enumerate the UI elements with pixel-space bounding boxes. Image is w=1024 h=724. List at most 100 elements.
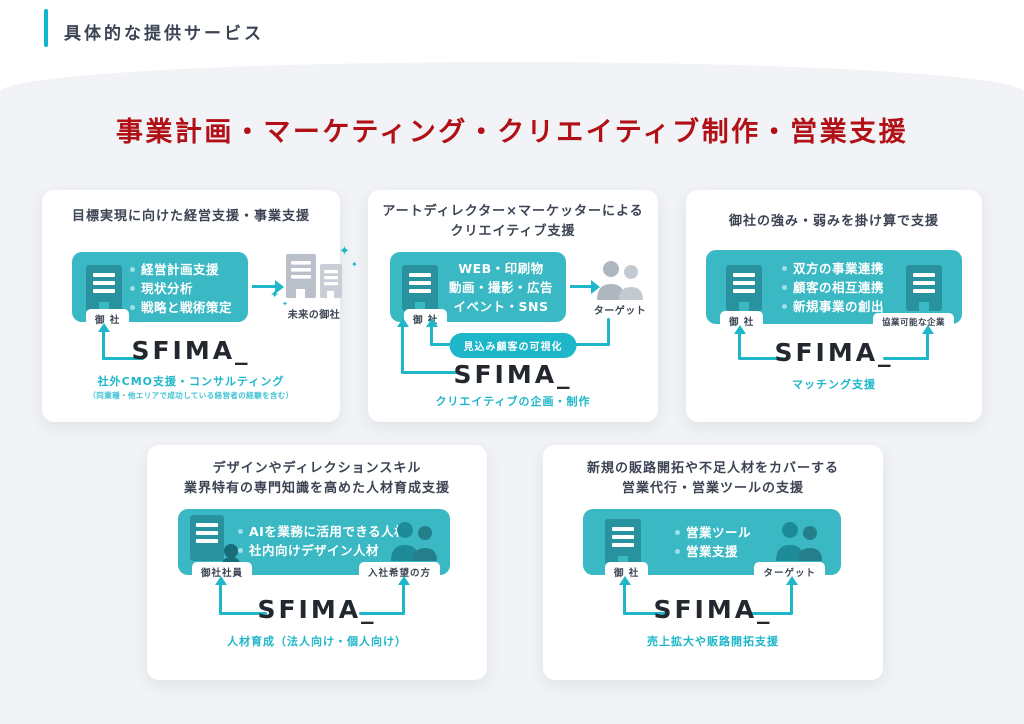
card-title-line: 目標実現に向けた経営支援・事業支援	[71, 209, 310, 224]
panel-text-line: イベント・SNS	[453, 299, 549, 314]
service-note: （同業種・他エリアで成功している経営者の経験を含む）	[88, 391, 294, 400]
bullet-label: AIを業務に活用できる人材	[249, 524, 408, 539]
list-item: 社内向けデザイン人材	[238, 541, 407, 560]
bullet-label: 顧客の相互連携	[793, 280, 885, 295]
connector-line	[401, 371, 461, 374]
card-title-line: 御社の強み・弱みを掛け算で支援	[728, 214, 939, 229]
service-caption: マッチング支援	[792, 378, 876, 391]
card-title: 目標実現に向けた経営支援・事業支援	[42, 207, 340, 227]
bullet-dot-icon	[782, 285, 787, 290]
card-title-line: クリエイティブ支援	[450, 224, 576, 240]
target-tab: ターゲット	[754, 562, 825, 582]
service-card-hr-development: デザインやディレクションスキル 業界特有の専門知識を高めた人材育成支援 AIを業…	[147, 445, 487, 680]
list-item: 双方の事業連携	[782, 259, 884, 278]
company-tab: 御 社	[86, 309, 130, 329]
bullet-dot-icon	[130, 286, 135, 291]
panel-text-line: 動画・撮影・広告	[448, 280, 553, 295]
bullet-label: 双方の事業連携	[793, 261, 885, 276]
target-label: ターゲット	[593, 306, 647, 317]
bullet-label: 戦略と戦術策定	[141, 300, 233, 315]
bullet-label: 現状分析	[141, 281, 194, 296]
sparkle-icon: ✦	[351, 260, 358, 269]
future-buildings-icon	[286, 254, 342, 298]
arrow-right-icon	[252, 279, 284, 294]
bullet-label: 営業ツール	[686, 525, 752, 540]
panel-text-line: WEB・印刷物	[458, 261, 544, 276]
sparkle-icon: ✦	[282, 300, 288, 308]
arrow-up-icon	[214, 576, 227, 615]
company-tab: 御 社	[720, 311, 764, 331]
sparkle-icon: ✦	[270, 288, 280, 301]
service-panel: 経営計画支援 現状分析 戦略と戦術策定 御 社	[72, 252, 248, 329]
building-icon	[906, 265, 942, 311]
feedback-pill: 見込み顧客の可視化	[449, 333, 577, 358]
card-title-line: 新規の販路開拓や不足人材をカバーする	[586, 461, 839, 476]
connector-line	[883, 357, 929, 360]
sfima-logo: SFIMA_	[774, 338, 894, 367]
bullet-dot-icon	[782, 266, 787, 271]
building-person-icon	[190, 515, 241, 569]
sfima-logo: SFIMA_	[653, 595, 773, 624]
card-title-line: 営業代行・営業ツールの支援	[621, 481, 804, 497]
building-icon	[402, 265, 438, 311]
arrow-up-icon	[397, 576, 410, 615]
card-title: アートディレクター×マーケッターによる クリエイティブ支援	[368, 202, 658, 242]
service-card-sales-support: 新規の販路開拓や不足人材をカバーする 営業代行・営業ツールの支援 営業ツール 営…	[543, 445, 883, 680]
bullet-dot-icon	[238, 548, 243, 553]
bullet-list: 双方の事業連携 顧客の相互連携 新規事業の創出	[782, 259, 884, 316]
service-panel: 双方の事業連携 顧客の相互連携 新規事業の創出 御 社 協業可能な企業	[706, 250, 962, 331]
connector-line	[219, 612, 267, 615]
sfima-logo: SFIMA_	[453, 360, 573, 389]
arrow-up-icon	[425, 318, 438, 346]
bullet-dot-icon	[238, 529, 243, 534]
connector-line	[102, 357, 144, 360]
bullet-dot-icon	[675, 530, 680, 535]
arrow-up-icon	[785, 576, 798, 615]
people-icon	[776, 522, 822, 561]
bullet-list: 営業ツール 営業支援	[675, 523, 751, 561]
building-icon	[86, 265, 122, 311]
arrow-up-icon	[921, 325, 934, 360]
list-item: 営業支援	[675, 542, 751, 561]
arrow-up-icon	[396, 318, 409, 374]
people-icon	[391, 522, 437, 561]
list-item: 新規事業の創出	[782, 297, 884, 316]
partner-tab: 協業可能な企業	[872, 313, 954, 331]
bullet-label: 経営計画支援	[141, 262, 220, 277]
building-icon	[726, 265, 762, 311]
service-panel: AIを業務に活用できる人材 社内向けデザイン人材 御社社員 入社希望の方	[178, 509, 450, 582]
list-item: 現状分析	[130, 279, 232, 298]
people-icon	[597, 261, 643, 300]
section-heading: 具体的な提供サービス	[64, 24, 264, 44]
arrow-up-icon	[733, 325, 746, 360]
bullet-dot-icon	[130, 267, 135, 272]
sfima-logo: SFIMA_	[257, 595, 377, 624]
header-accent-bar	[44, 9, 48, 47]
card-title-line: デザインやディレクションスキル	[212, 461, 422, 476]
connector-line	[623, 612, 667, 615]
list-item: 戦略と戦術策定	[130, 298, 232, 317]
panel-text: WEB・印刷物 動画・撮影・広告 イベント・SNS	[442, 259, 560, 316]
bullet-dot-icon	[782, 304, 787, 309]
service-panel: 営業ツール 営業支援 御 社 ターゲット	[583, 509, 841, 582]
list-item: 営業ツール	[675, 523, 751, 542]
employee-tab: 御社社員	[192, 562, 253, 582]
list-item: AIを業務に活用できる人材	[238, 522, 407, 541]
list-item: 経営計画支援	[130, 260, 232, 279]
bullet-list: AIを業務に活用できる人材 社内向けデザイン人材	[238, 522, 407, 560]
card-title: デザインやディレクションスキル 業界特有の専門知識を高めた人材育成支援	[147, 459, 487, 499]
service-caption: 社外CMO支援・コンサルティング	[97, 375, 285, 388]
card-title-line: アートディレクター×マーケッターによる	[382, 204, 644, 219]
bullet-label: 新規事業の創出	[793, 299, 885, 314]
service-card-management-support: 目標実現に向けた経営支援・事業支援 経営計画支援 現状分析 戦略と戦術策定 御 …	[42, 190, 358, 422]
bullet-list: 経営計画支援 現状分析 戦略と戦術策定	[130, 260, 232, 317]
future-company-label: 未来の御社	[287, 310, 341, 321]
service-panel: WEB・印刷物 動画・撮影・広告 イベント・SNS 御 社	[390, 252, 566, 329]
connector-line	[607, 318, 610, 346]
connector-line	[430, 343, 457, 346]
service-card-creative-support: アートディレクター×マーケッターによる クリエイティブ支援 WEB・印刷物 動画…	[368, 190, 658, 422]
bullet-label: 社内向けデザイン人材	[249, 543, 380, 558]
company-tab: 御 社	[605, 562, 649, 582]
list-item: 顧客の相互連携	[782, 278, 884, 297]
